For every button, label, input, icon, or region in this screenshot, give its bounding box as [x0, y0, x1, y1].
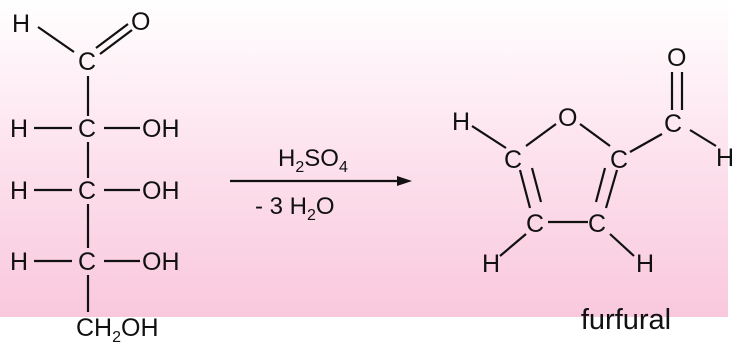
atom-h-top-left: H [452, 108, 470, 136]
atom-h-top: H [12, 10, 30, 38]
gradient-panel [0, 0, 728, 317]
atom-o1: O [131, 8, 150, 36]
atom-h2: H [10, 115, 28, 143]
atom-h4: H [10, 248, 28, 276]
bond-c1-o1-a [95, 23, 129, 49]
bond-cald-h [689, 129, 717, 147]
byproduct-label: - 3 H2O [255, 193, 335, 224]
bond-h-cleft [471, 125, 507, 149]
atom-c3: C [78, 177, 96, 205]
ch2oh-sub: 2 [112, 329, 121, 345]
atom-o-ring: O [558, 104, 577, 132]
atom-c2: C [78, 115, 96, 143]
byproduct-main: - 3 H [255, 193, 307, 220]
reagent-sub: 2 [295, 159, 304, 176]
atom-c-aldehyde: C [664, 110, 682, 138]
atom-oh3: OH [142, 177, 180, 205]
bond-cleft-cbl-a [518, 169, 532, 209]
reagent-sub2: 4 [339, 159, 348, 176]
byproduct-tail: O [316, 193, 335, 220]
bond-o-cright [579, 123, 611, 147]
ch2oh-main: CH [76, 314, 112, 342]
atom-h3: H [10, 177, 28, 205]
ch2oh-tail: OH [121, 314, 159, 342]
bond-cbr-h [609, 233, 635, 257]
atom-c-bottom-right: C [588, 210, 606, 238]
atom-h-bottom-left: H [482, 250, 500, 278]
atom-c-right: C [610, 146, 628, 174]
bond-cright-cbr-a [604, 169, 619, 209]
atom-c-bottom-left: C [526, 210, 544, 238]
byproduct-sub: 2 [307, 207, 316, 224]
atom-ch2oh: CH2OH [76, 314, 159, 345]
bond-o-cleft [525, 123, 557, 147]
atom-oh2: OH [142, 115, 180, 143]
bond-h-c1 [37, 26, 75, 53]
product-name: furfural [580, 304, 672, 336]
reagent-tail: SO [304, 145, 339, 172]
bond-cbl-h [499, 233, 527, 257]
reagent-main: H [278, 145, 295, 172]
atom-c-left: C [504, 146, 522, 174]
bond-cright-cbr-b [594, 167, 607, 203]
atom-c1: C [78, 48, 96, 76]
atom-h-aldehyde: H [716, 144, 734, 172]
atom-c4: C [78, 248, 96, 276]
reagent-label: H2SO4 [278, 145, 348, 176]
bond-cright-cald [629, 133, 663, 153]
atom-o-aldehyde: O [667, 44, 686, 72]
atom-oh4: OH [142, 248, 180, 276]
arrow-head [397, 176, 412, 186]
bond-cleft-cbl-b [530, 167, 543, 203]
atom-h-bottom-right: H [636, 250, 654, 278]
bond-c1-o1-b [99, 29, 133, 55]
